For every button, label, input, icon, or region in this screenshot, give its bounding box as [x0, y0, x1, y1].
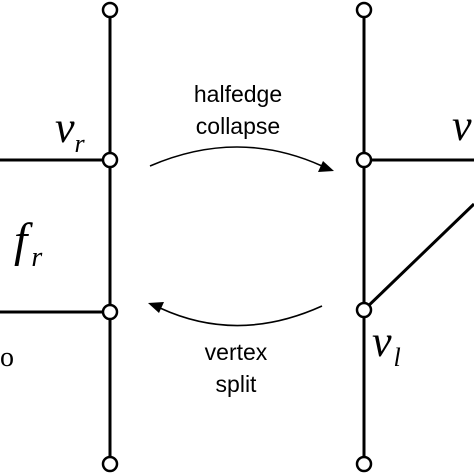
right-partial-label-v: v — [452, 101, 472, 150]
vertex-label-vl-subscript: l — [394, 343, 401, 372]
vertex-split-label-line2: split — [216, 371, 258, 397]
left-mesh-vertex-vr — [101, 151, 119, 169]
right-mesh-vertex-top — [355, 1, 373, 19]
vertex-split-label-line1: vertex — [205, 339, 268, 365]
right-mesh-vertex-vl — [355, 301, 373, 319]
halfedge-collapse-label-line1: halfedge — [194, 81, 282, 107]
vertex-split-arrow — [159, 305, 323, 327]
right-mesh-vertex-bottom — [355, 455, 373, 473]
face-label-fr-subscript: r — [31, 242, 42, 273]
halfedge-collapse-arrowhead — [318, 161, 334, 172]
right-mesh-vertex-upper — [355, 151, 373, 169]
vertex-label-vr-main: v — [55, 103, 75, 152]
vertex-label-vr-subscript: r — [75, 129, 86, 158]
left-mesh-vertex-bottom — [101, 455, 119, 473]
right-mesh-diagonal-edge — [362, 202, 474, 312]
left-mesh-vertex-lower — [101, 303, 119, 321]
left-mesh-vertex-top — [101, 1, 119, 19]
halfedge-collapse-label-line2: collapse — [196, 113, 280, 139]
vertex-label-vr: vr — [55, 103, 86, 158]
right-mesh: v vl — [355, 1, 474, 473]
partial-label-o: o — [0, 342, 14, 373]
vertex-label-vl-main: v — [372, 317, 392, 366]
operation-arrows: halfedge collapse vertex split — [148, 81, 334, 397]
halfedge-collapse-arrow — [149, 146, 323, 167]
vertex-split-arrowhead — [148, 302, 164, 313]
face-label-fr-main: f — [14, 214, 33, 267]
vertex-label-vl: vl — [372, 317, 401, 372]
